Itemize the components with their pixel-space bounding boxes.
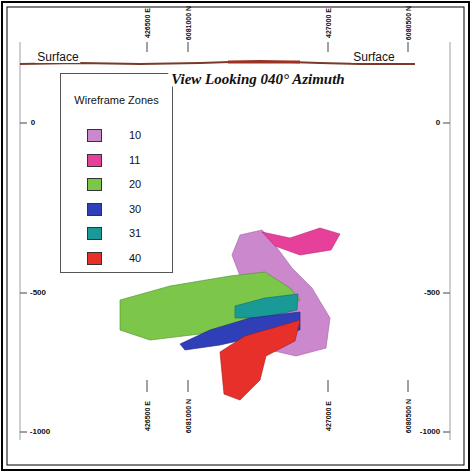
surface-outcrop	[228, 61, 300, 64]
inner-frame	[7, 7, 464, 465]
coordinate-label: 427000 E	[325, 8, 332, 38]
coordinate-label: 6081000 N	[185, 399, 192, 433]
view-title: View Looking 040° Azimuth	[168, 72, 347, 87]
elevation-label: -500	[424, 289, 440, 297]
legend-text: 11	[129, 154, 140, 167]
coordinate-label: 426500 E	[144, 401, 151, 431]
legend-text: 20	[129, 178, 141, 191]
legend-text: 30	[129, 203, 141, 216]
grid-ticks	[20, 42, 450, 432]
coordinate-label: 427000 E	[325, 401, 332, 431]
coordinate-label: 6080500 N	[405, 6, 412, 40]
legend-swatch	[87, 203, 102, 216]
elevation-label: -1000	[420, 428, 440, 436]
coordinate-label: 426500 E	[144, 8, 151, 38]
coordinate-label: 6080500 N	[405, 399, 412, 433]
legend-swatch	[87, 227, 102, 240]
legend-swatch	[87, 129, 102, 142]
zone-11	[262, 228, 340, 255]
surface-label: Surface	[35, 51, 80, 63]
legend-swatch	[87, 178, 102, 191]
elevation-label: -1000	[30, 428, 50, 436]
legend-text: 31	[129, 227, 141, 240]
legend-text: 40	[129, 252, 141, 265]
plot-edge	[450, 42, 451, 440]
legend-text: 10	[129, 129, 141, 142]
elevation-label: -500	[30, 289, 46, 297]
legend-swatch	[87, 154, 102, 167]
zone-40	[220, 320, 300, 400]
legend-title: Wireframe Zones	[61, 94, 172, 106]
surface-label: Surface	[351, 51, 396, 63]
elevation-label: 0	[31, 119, 35, 127]
elevation-label: 0	[436, 119, 440, 127]
legend-swatch	[87, 252, 102, 265]
legend-box: Wireframe Zones 10 11 20 30 31 40	[60, 73, 173, 273]
coordinate-label: 6081000 N	[185, 6, 192, 40]
plot-edge	[20, 42, 21, 440]
